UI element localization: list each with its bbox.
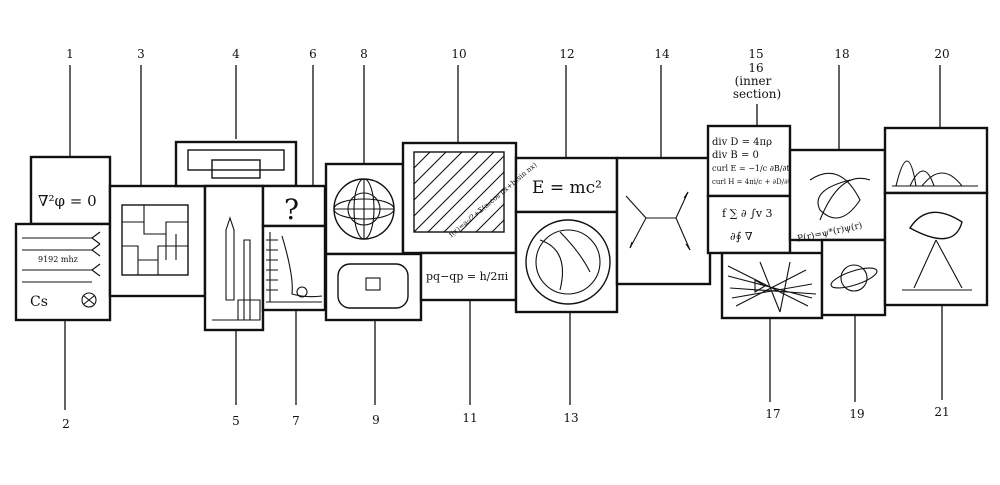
- panel-15-line1: div D = 4πρ: [712, 137, 772, 148]
- panel-14-feynman: [625, 191, 691, 251]
- label-16-section: section): [733, 87, 781, 101]
- label-14: 14: [654, 47, 670, 61]
- label-11: 11: [462, 411, 477, 425]
- panel-13-drawing: [525, 219, 611, 305]
- label-12: 12: [559, 47, 574, 61]
- panel-14: [615, 156, 712, 286]
- label-21: 21: [934, 405, 949, 419]
- panel-12-equation: E = mc²: [532, 178, 602, 198]
- label-9: 9: [372, 413, 380, 427]
- panel-16-line2: ∂∮ ∇: [730, 230, 753, 243]
- label-18: 18: [834, 47, 849, 61]
- label-13: 13: [563, 411, 578, 425]
- label-1: 1: [66, 47, 74, 61]
- label-2: 2: [62, 417, 70, 431]
- label-16-inner: (inner: [735, 74, 772, 88]
- panel-15-line3: curl E = −1/c ∂B/∂t: [712, 164, 791, 173]
- panel-12: [514, 156, 619, 214]
- panel-19-saturn: [830, 264, 878, 292]
- panel-5-rocket: [212, 216, 261, 321]
- panel-21: [883, 191, 989, 307]
- label-3: 3: [137, 47, 145, 61]
- panel-6-symbol: ?: [284, 193, 299, 226]
- label-20: 20: [934, 47, 949, 61]
- panel-3: [108, 184, 207, 298]
- panel-7-apparatus: [266, 232, 323, 303]
- panel-13: [514, 210, 619, 314]
- panel-3-grid: [121, 204, 189, 276]
- label-6: 6: [309, 47, 317, 61]
- label-15: 15: [748, 47, 763, 61]
- panel-20: [883, 126, 989, 195]
- panel-1-equation: ∇²φ = 0: [38, 192, 97, 210]
- panel-17: [720, 251, 824, 320]
- label-16: 16: [748, 61, 763, 75]
- panel-2-frequency: 9192 mhz: [38, 255, 78, 264]
- panel-4-drawing: [187, 149, 285, 179]
- label-10: 10: [451, 47, 466, 61]
- label-5: 5: [232, 414, 240, 428]
- label-8: 8: [360, 47, 368, 61]
- panel-6: [261, 184, 327, 228]
- panel-4: [174, 140, 298, 188]
- panel-16: [706, 194, 792, 255]
- panel-21-telescope: [902, 211, 972, 291]
- panel-15-line2: div B = 0: [712, 150, 759, 161]
- panel-18-drawing: [809, 172, 871, 221]
- panel-2-drawing: [22, 231, 101, 308]
- panel-8-atom: [333, 178, 395, 240]
- panel-10-drawing: [413, 151, 505, 233]
- callout-numbers: 1 2 3 4 5 6 7 8 9 10 11 12 13 14 15 16 (…: [62, 47, 949, 431]
- label-17: 17: [765, 407, 780, 421]
- panel-17-drawing: [727, 261, 817, 313]
- label-4: 4: [232, 47, 240, 61]
- panel-18: [788, 148, 887, 242]
- panel-16-line1: f ∑ ∂ ∫v 3: [722, 207, 773, 220]
- label-19: 19: [849, 407, 864, 421]
- panel-15-line4: curl H = 4πi/c + ∂D/∂t: [712, 178, 791, 186]
- panel-7: [261, 224, 327, 312]
- panel-1: [29, 155, 112, 226]
- callout-lines: [64, 65, 943, 410]
- panel-2-cs: Cs: [30, 294, 48, 310]
- panel-20-curves: [892, 160, 978, 187]
- panel-11-equation: pq−qp = h/2πi: [426, 270, 509, 283]
- panel-9-drawing: [337, 263, 409, 309]
- label-7: 7: [292, 414, 300, 428]
- panel-19: [820, 238, 887, 317]
